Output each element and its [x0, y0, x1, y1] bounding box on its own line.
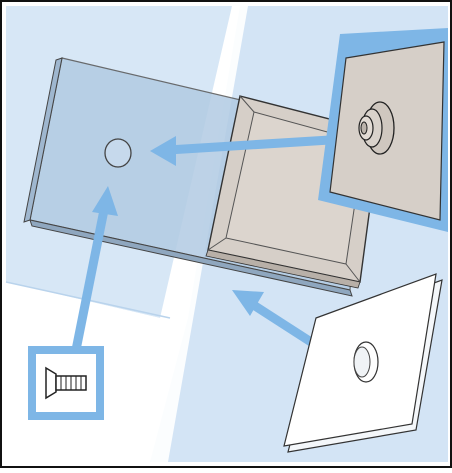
arrow-anchor-to-hole: [167, 135, 331, 155]
panel-hole: [104, 138, 132, 168]
arrow-head: [92, 186, 118, 216]
arrow-screw-to-hole: [71, 209, 109, 351]
arrow-head: [232, 290, 264, 316]
bevel-line: [207, 237, 227, 251]
arrow-head: [150, 136, 176, 166]
screw-icon: [45, 366, 87, 400]
mount-plate-edge: [205, 249, 361, 289]
bevel-line: [239, 95, 255, 113]
wall-anchor-icon: [358, 101, 395, 155]
glass-panel-edge: [29, 219, 353, 297]
glass-panel-side: [23, 57, 63, 223]
bevel-line: [345, 263, 361, 283]
adhesive-pad-icon: [283, 273, 443, 453]
